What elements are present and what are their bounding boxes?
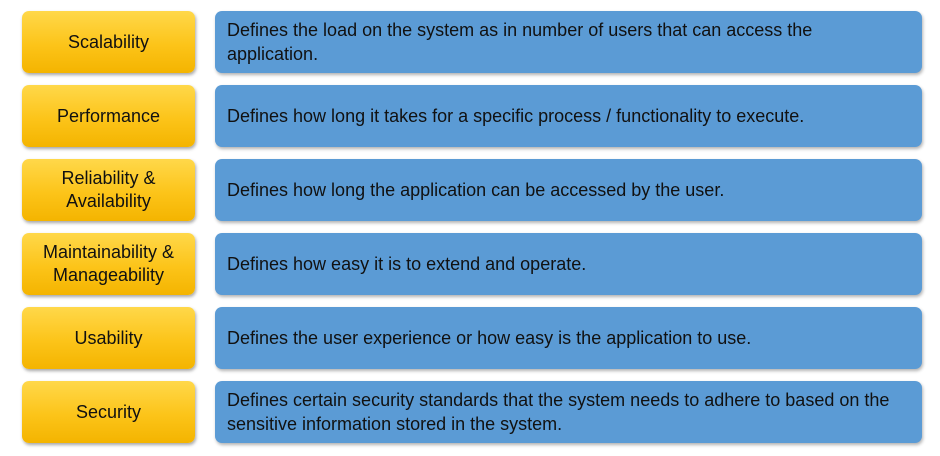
- row-reliability-availability: Reliability & Availability Defines how l…: [0, 159, 940, 223]
- label-box-usability: Usability: [22, 307, 195, 369]
- description-box-security: Defines certain security standards that …: [215, 381, 922, 443]
- description-box-usability: Defines the user experience or how easy …: [215, 307, 922, 369]
- description-box-scalability: Defines the load on the system as in num…: [215, 11, 922, 73]
- description-box-reliability-availability: Defines how long the application can be …: [215, 159, 922, 221]
- row-performance: Performance Defines how long it takes fo…: [0, 85, 940, 149]
- label-box-scalability: Scalability: [22, 11, 195, 73]
- label-box-performance: Performance: [22, 85, 195, 147]
- label-box-maintainability-manageability: Maintainability & Manageability: [22, 233, 195, 295]
- row-security: Security Defines certain security standa…: [0, 381, 940, 445]
- row-scalability: Scalability Defines the load on the syst…: [0, 11, 940, 75]
- row-maintainability-manageability: Maintainability & Manageability Defines …: [0, 233, 940, 297]
- label-box-reliability-availability: Reliability & Availability: [22, 159, 195, 221]
- row-usability: Usability Defines the user experience or…: [0, 307, 940, 371]
- label-box-security: Security: [22, 381, 195, 443]
- description-box-maintainability-manageability: Defines how easy it is to extend and ope…: [215, 233, 922, 295]
- description-box-performance: Defines how long it takes for a specific…: [215, 85, 922, 147]
